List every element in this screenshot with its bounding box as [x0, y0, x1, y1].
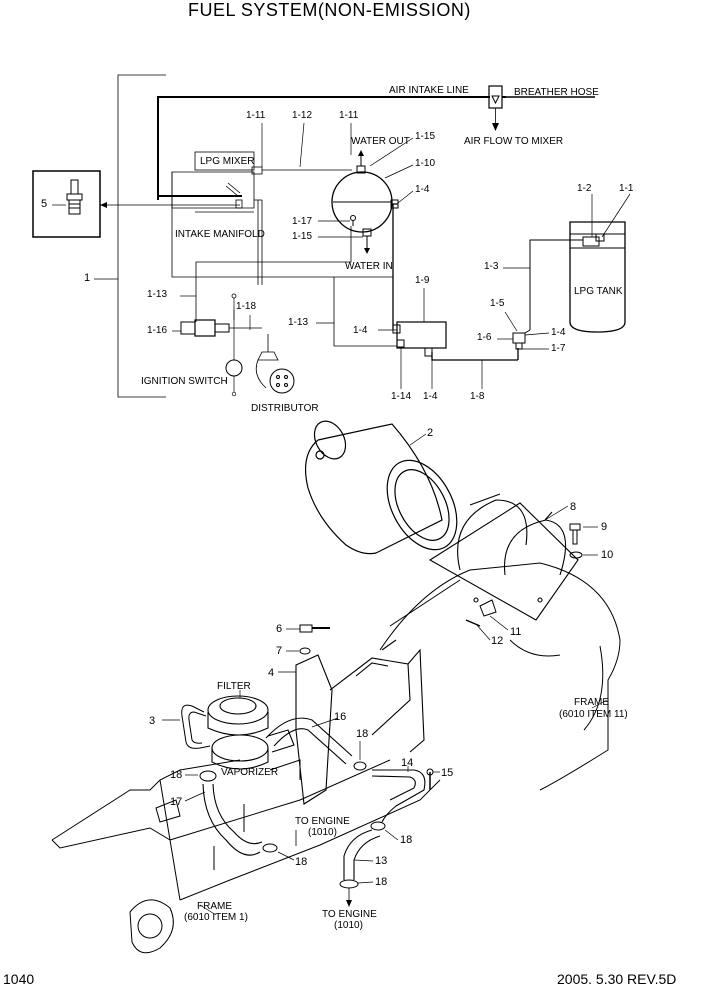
callout-1-9: 1-9	[415, 275, 430, 286]
plug-icon	[66, 179, 83, 215]
lpg-mixer-icon	[171, 151, 263, 209]
vaporizer-assembly-icon	[207, 690, 295, 770]
air-flow-label: AIR FLOW TO MIXER	[464, 136, 564, 147]
callout-3: 3	[149, 715, 156, 727]
callout-1-13b: 1-13	[288, 317, 309, 328]
callout-5: 5	[41, 198, 48, 210]
frame-right-ref: (6010 ITEM 11)	[559, 709, 628, 720]
callout-18e: 18	[375, 876, 388, 888]
solenoid-icon	[172, 319, 262, 337]
to-engine-1-label: TO ENGINE	[295, 816, 350, 827]
callout-15: 15	[441, 767, 454, 779]
clip-icon	[479, 599, 497, 617]
distributor-icon	[255, 334, 295, 394]
bolt-6-icon	[299, 624, 330, 633]
callout-1-18: 1-18	[236, 301, 257, 312]
distributor-label: DISTRIBUTOR	[251, 403, 319, 414]
breather-hose-label: BREATHER HOSE	[514, 87, 599, 98]
callout-1-8: 1-8	[470, 391, 485, 402]
lpg-mixer-label: LPG MIXER	[200, 156, 255, 167]
water-out-label: WATER OUT	[351, 136, 410, 147]
callout-18c: 18	[400, 834, 413, 846]
callout-1-4b: 1-4	[353, 325, 368, 336]
water-in-label: WATER IN	[345, 261, 393, 272]
callout-1-17: 1-17	[292, 216, 313, 227]
washer-icon	[569, 551, 583, 559]
callout-1-16: 1-16	[147, 325, 168, 336]
hose-13-icon	[343, 829, 381, 880]
intake-manifold-label: INTAKE MANIFOLD	[175, 229, 265, 240]
hose-17-icon	[202, 783, 263, 856]
callout-16: 16	[334, 711, 347, 723]
callout-1-1: 1-1	[619, 183, 634, 194]
callout-1-11b: 1-11	[339, 110, 359, 121]
callout-1-5: 1-5	[490, 298, 505, 309]
lpg-tank-label: LPG TANK	[574, 286, 623, 297]
callout-1-6: 1-6	[477, 332, 492, 343]
lpg-cylinder-icon	[305, 420, 458, 555]
breather-valve-icon	[486, 85, 506, 131]
callout-1-11a: 1-11	[246, 110, 266, 121]
callout-18b: 18	[170, 769, 183, 781]
callout-14: 14	[401, 757, 414, 769]
callout-9: 9	[601, 521, 608, 533]
page-number: 1040	[3, 971, 35, 987]
callout-1-10: 1-10	[415, 158, 436, 169]
frame-right-label: FRAME	[574, 697, 609, 708]
to-engine-2-ref: (1010)	[334, 920, 363, 931]
callout-1-15a: 1-15	[415, 131, 436, 142]
washer-7-icon	[299, 647, 311, 655]
callout-1-4c: 1-4	[551, 327, 566, 338]
callout-4: 4	[268, 667, 275, 679]
hose-clamp-icon	[353, 761, 367, 771]
callout-1: 1	[84, 272, 91, 284]
valve-icon	[497, 311, 550, 350]
callout-6: 6	[276, 623, 283, 635]
frame-left-label: FRAME	[197, 901, 232, 912]
callout-1-4d: 1-4	[423, 391, 438, 402]
to-engine-1-ref: (1010)	[308, 827, 337, 838]
callout-12: 12	[491, 635, 504, 647]
filter-label: FILTER	[217, 681, 251, 692]
pipe-14-icon	[371, 766, 426, 823]
callout-1-15b: 1-15	[292, 231, 313, 242]
callout-2: 2	[427, 427, 434, 439]
callout-1-13a: 1-13	[147, 289, 168, 300]
vaporizer-label: VAPORIZER	[221, 767, 279, 778]
hose-16-icon	[265, 717, 353, 765]
callout-10: 10	[601, 549, 614, 561]
air-intake-line-label: AIR INTAKE LINE	[389, 85, 469, 96]
revision-stamp: 2005. 5.30 REV.5D	[557, 971, 677, 987]
callout-1-3: 1-3	[484, 261, 499, 272]
ignition-switch-icon	[225, 359, 243, 377]
callout-7: 7	[276, 645, 283, 657]
callout-1-2: 1-2	[577, 183, 592, 194]
vaporizer-icon	[331, 150, 399, 254]
hose-clamp-icon	[199, 770, 217, 782]
callout-18d: 18	[295, 856, 308, 868]
frame-right-outline	[379, 562, 621, 791]
callout-11: 11	[510, 626, 522, 638]
tank-bracket-icon	[428, 493, 579, 621]
callout-1-4a: 1-4	[415, 184, 430, 195]
to-engine-2-label: TO ENGINE	[322, 909, 377, 920]
bolt-15-icon	[426, 768, 434, 790]
ignition-switch-label: IGNITION SWITCH	[141, 376, 228, 387]
callout-13: 13	[375, 855, 388, 867]
callout-1-12: 1-12	[292, 110, 313, 121]
callout-1-14: 1-14	[391, 391, 412, 402]
callout-8: 8	[570, 501, 577, 513]
callout-18a: 18	[356, 728, 369, 740]
detail-box-5	[32, 170, 101, 238]
frame-left-outline	[51, 759, 441, 954]
page-title: FUEL SYSTEM(NON-EMISSION)	[188, 0, 471, 20]
bolt-icon	[569, 523, 581, 545]
callout-1-7: 1-7	[551, 343, 566, 354]
frame-left-ref: (6010 ITEM 1)	[184, 912, 248, 923]
filter-box-icon	[392, 288, 447, 357]
fuel-pipe-3-icon	[162, 704, 211, 749]
lpg-tank-icon	[569, 193, 631, 333]
